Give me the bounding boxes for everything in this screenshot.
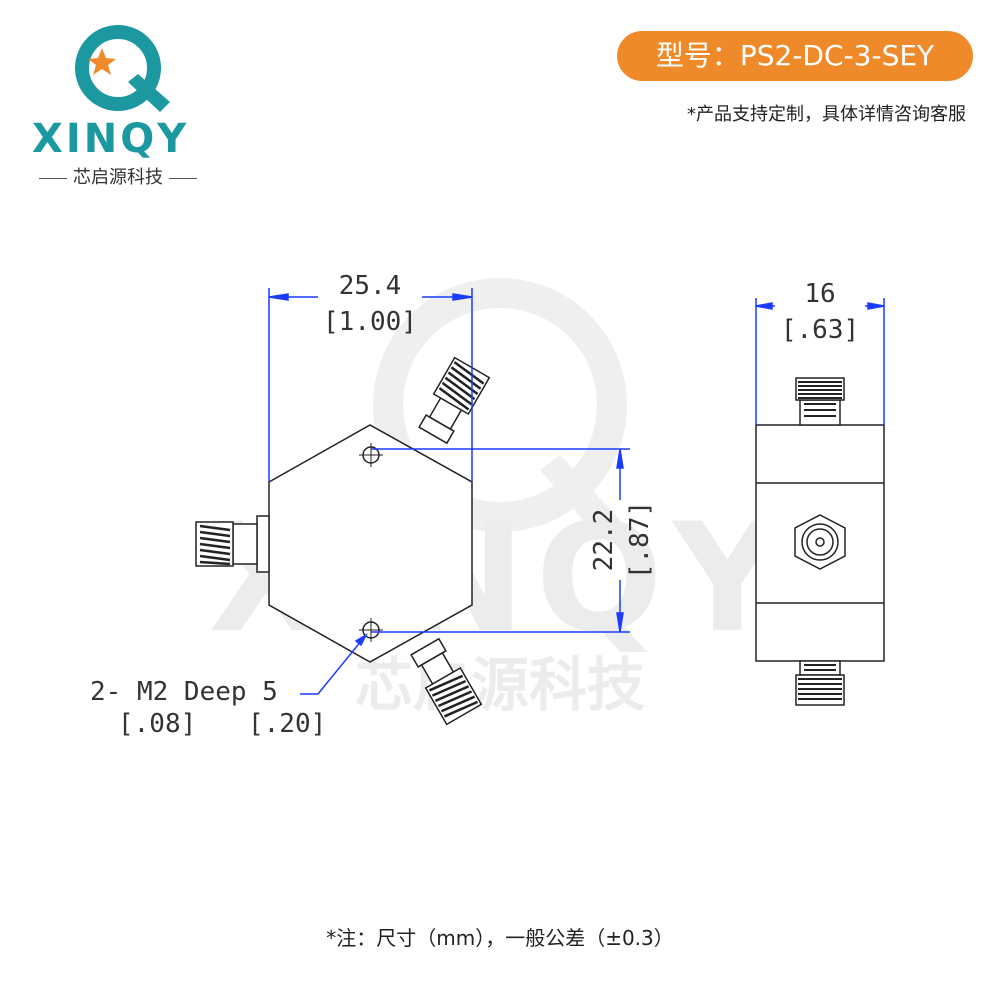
bottom-right-connector <box>410 637 483 726</box>
hole-note-in-1-label: [.08] <box>118 709 196 739</box>
brand-logo: XINQY 芯启源科技 <box>20 20 220 188</box>
hole-note-in-2-label: [.20] <box>248 709 326 739</box>
brand-wordmark: XINQY <box>32 116 190 162</box>
hexagon-body <box>268 424 473 663</box>
top-right-connector <box>418 356 491 445</box>
depth-mm-label: 16 <box>804 279 835 309</box>
depth-in-label: [.63] <box>781 315 859 345</box>
front-view <box>195 356 491 726</box>
watermark-chinese-name: 芯启源科技 <box>355 651 645 719</box>
side-bottom-connector <box>795 660 845 706</box>
hole-spacing-mm-label: 22.2 <box>589 509 619 572</box>
width-mm-label: 25.4 <box>339 271 402 301</box>
model-badge: 型号：PS2-DC-3-SEY <box>617 31 973 81</box>
customization-note: *产品支持定制，具体详情咨询客服 <box>687 104 966 125</box>
brand-chinese-name: 芯启源科技 <box>20 163 216 189</box>
hole-spacing-in-label: [.87] <box>625 501 655 579</box>
tolerance-note: *注：尺寸（mm），一般公差（±0.3） <box>326 926 674 950</box>
hole-note-label: 2- M2 Deep 5 <box>90 677 278 707</box>
side-top-connector <box>795 377 845 426</box>
width-in-label: [1.00] <box>323 307 417 337</box>
side-view <box>755 377 885 706</box>
side-dimension-lines <box>755 298 885 425</box>
front-dimension-lines <box>268 288 630 695</box>
side-center-connector <box>794 514 846 570</box>
q-logo-icon <box>75 25 170 112</box>
left-connector <box>195 515 270 573</box>
